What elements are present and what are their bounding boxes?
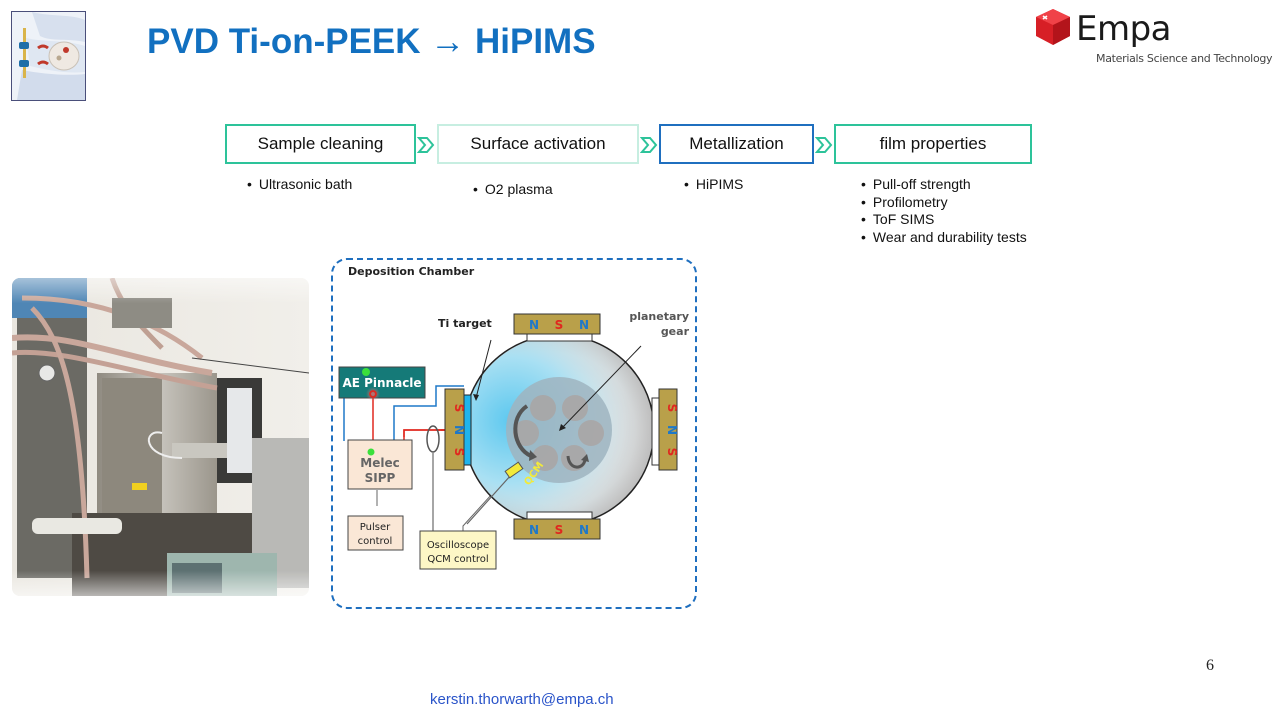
oscilloscope-box [419,530,497,570]
bullet-list-activation: O2 plasma [473,181,553,199]
magnet-bottom: N S N [513,511,601,540]
svg-text:S: S [452,448,466,457]
rotation-arrow-icon [513,404,533,458]
step-surface-activation: Surface activation [437,124,639,164]
chamber-schematic: S N S S N S N S N N S N QCM AE Pinnacle [338,310,690,570]
magnet-right: S N S [651,388,679,471]
status-led-icon [362,368,370,376]
bullet-item: O2 plasma [473,181,553,199]
empa-logo-tagline: Materials Science and Technology [1096,52,1273,65]
bullet-list-film-properties: Pull-off strength Profilometry ToF SIMS … [861,176,1027,246]
empa-logo-wordmark: Empa [1076,9,1172,49]
svg-text:control: control [358,536,393,547]
empa-logo-icon [1034,8,1072,46]
step-metallization: Metallization [659,124,814,164]
magnet-left: S N S [444,388,466,471]
chevron-right-icon [640,137,658,153]
svg-text:S: S [555,318,564,332]
svg-text:QCM control: QCM control [427,554,488,565]
ae-pinnacle-box [338,366,426,399]
rotation-arrow-icon [566,455,587,469]
footer-email-link[interactable]: kerstin.thorwarth@empa.ch [430,691,614,708]
ti-target-label: Ti target [438,317,492,330]
page-number: 6 [1206,657,1214,674]
bullet-list-metallization: HiPIMS [684,176,743,194]
svg-text:N: N [529,318,539,332]
status-led-icon [367,448,375,456]
magnet-top: N S N [513,313,601,342]
melec-sipp-box [347,439,413,490]
svg-text:SIPP: SIPP [365,471,396,485]
pulser-control-box [347,515,404,551]
svg-text:N: N [579,523,589,537]
bullet-list-cleaning: Ultrasonic bath [247,176,352,194]
svg-text:S: S [555,523,564,537]
bullet-item: Profilometry [861,194,1027,212]
connector-icon [369,390,377,398]
deposition-system-photo [12,278,309,596]
step-film-properties: film properties [834,124,1032,164]
svg-text:N: N [579,318,589,332]
bullet-item: Pull-off strength [861,176,1027,194]
bullet-item: Ultrasonic bath [247,176,352,194]
svg-text:Pulser: Pulser [360,522,391,533]
bullet-item: Wear and durability tests [861,229,1027,247]
svg-text:S: S [665,404,679,413]
diagram-title: Deposition Chamber [348,265,475,278]
chevron-right-icon [417,137,435,153]
chevron-right-icon [815,137,833,153]
svg-text:Melec: Melec [360,456,399,470]
svg-text:S: S [665,448,679,457]
svg-text:N: N [529,523,539,537]
slide-title: PVD Ti-on-PEEK → HiPIMS [147,22,596,61]
bullet-item: ToF SIMS [861,211,1027,229]
svg-text:N: N [452,425,466,435]
svg-text:Oscilloscope: Oscilloscope [427,540,489,551]
spine-implant-image [11,11,86,101]
qcm-sensor [504,461,524,479]
svg-text:S: S [452,404,466,413]
bullet-item: HiPIMS [684,176,743,194]
svg-text:N: N [665,425,679,435]
ae-pinnacle-label: AE Pinnacle [342,376,421,390]
step-sample-cleaning: Sample cleaning [225,124,416,164]
